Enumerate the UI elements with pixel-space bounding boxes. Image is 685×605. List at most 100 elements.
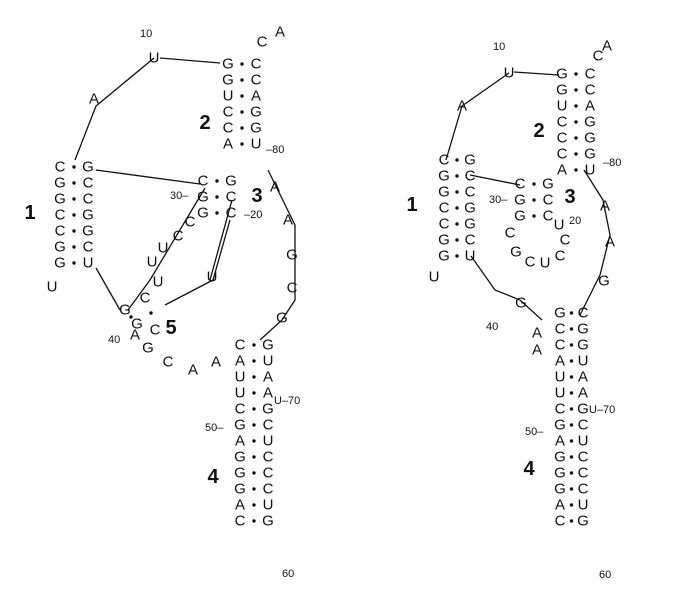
helix1-right-nt: U [465, 248, 476, 265]
helix4-pair-dot [252, 455, 256, 459]
helix1-left-nt: C [439, 216, 450, 233]
position-number: U–70 [274, 395, 300, 407]
loop-nt: U [147, 254, 158, 271]
helix4-right-nt: C [578, 417, 589, 434]
backbone-line [127, 187, 206, 311]
helix1-right-nt: C [465, 184, 476, 201]
helix2-pair-dot [574, 152, 578, 156]
helix4-pair-dot [569, 407, 574, 411]
helix1-right-nt: C [465, 168, 476, 185]
helix4-left-nt: G [554, 465, 566, 482]
loop-nt: A [188, 362, 198, 379]
helix1-pair-dot [455, 238, 459, 242]
loop-nt: A [457, 98, 467, 115]
helix3-left-nt: G [197, 189, 209, 206]
helix4-pair-dot [569, 423, 574, 427]
helix2-pair-dot [240, 78, 244, 82]
position-number: 60 [599, 569, 611, 581]
helix3-pair-dot [532, 182, 536, 186]
helix4-right-nt: U [263, 497, 274, 514]
loop-nt: A [605, 234, 615, 251]
helix1-right-nt: G [82, 207, 94, 224]
loop-nt: C [525, 254, 536, 271]
helix4-pair-dot [569, 359, 574, 363]
helix1-right-nt: G [464, 200, 476, 217]
helix5-pair-dot [149, 311, 153, 315]
helix4-left-nt: A [235, 497, 245, 514]
helix2-right-nt: G [250, 120, 262, 137]
helix4-pair-dot [569, 343, 574, 347]
backbone-line [445, 72, 510, 161]
helix4-left-nt: A [555, 497, 565, 514]
backbone-line [259, 169, 296, 341]
helix2-left-nt: U [557, 98, 568, 115]
helix4-left-nt: U [235, 385, 246, 402]
helix4-right-nt: U [263, 433, 274, 450]
helix2-left-nt: G [222, 56, 234, 73]
helix1-pair-dot [72, 181, 76, 185]
helix2-left-nt: G [556, 82, 568, 99]
helix4-left-nt: C [235, 513, 246, 530]
helix2-right-nt: G [584, 146, 596, 163]
helix4-right-nt: G [577, 321, 589, 338]
loop-nt: C [560, 232, 571, 249]
helix2-left-nt: A [223, 136, 233, 153]
helix4-right-nt: U [578, 353, 589, 370]
helix4-right-nt: G [577, 513, 589, 530]
loop-nt: G [142, 340, 154, 357]
helix2-pair-dot [240, 142, 244, 146]
loop-nt: C [555, 248, 566, 265]
helix1-pair-dot [72, 229, 76, 233]
loop-nt: G [510, 244, 522, 261]
helix1-pair-dot [455, 190, 459, 194]
helix4-left-nt: G [554, 417, 566, 434]
helix1-left-nt: G [54, 239, 66, 256]
helix1-left-nt: C [439, 152, 450, 169]
position-number: 30– [170, 190, 189, 202]
backbone-line [164, 219, 231, 306]
helix3-left-nt: G [197, 205, 209, 222]
helix4-pair-dot [252, 343, 256, 347]
loop-nt: A [283, 212, 293, 229]
loop-nt: A [532, 342, 542, 359]
helix1-left-nt: G [54, 191, 66, 208]
helix3-pair-dot [215, 195, 219, 199]
loop-nt: C [287, 280, 298, 297]
helix4-right-nt: A [263, 369, 273, 386]
helix4-pair-dot [569, 455, 574, 459]
position-number: –20 [244, 209, 262, 221]
helix4-pair-dot [569, 519, 574, 523]
helix2-right-nt: G [584, 114, 596, 131]
hairpin-loop-nt: C [257, 34, 268, 51]
helix2-left-nt: C [223, 120, 234, 137]
loop-nt: A [130, 327, 140, 344]
helix4-left-nt: C [555, 321, 566, 338]
helix4-pair-dot [569, 487, 574, 491]
helix4-right-nt: C [263, 481, 274, 498]
helix4-right-nt: G [262, 337, 274, 354]
helix4-left-nt: G [234, 417, 246, 434]
helix4-pair-dot [569, 503, 574, 507]
helix4-left-nt: U [235, 369, 246, 386]
backbone-line [95, 267, 121, 311]
loop-nt: C [505, 225, 516, 242]
helix1-pair-dot [455, 158, 459, 162]
helix1-pair-dot [455, 254, 459, 258]
helix3-left-nt: G [514, 192, 526, 209]
helix1-dangling-nt: U [47, 279, 58, 296]
helix4-left-nt: C [555, 513, 566, 530]
helix4-right-nt: C [578, 465, 589, 482]
position-number: 50– [205, 422, 224, 434]
helix5-nt: C [140, 290, 151, 307]
helix-label: 5 [165, 317, 176, 339]
helix4-right-nt: C [263, 449, 274, 466]
helix3-right-nt: C [226, 205, 237, 222]
helix3-pair-dot [532, 214, 536, 218]
helix-label: 3 [564, 186, 575, 208]
helix1-right-nt: G [82, 223, 94, 240]
helix1-pair-dot [72, 245, 76, 249]
helix4-right-nt: G [262, 401, 274, 418]
helix4-pair-dot [252, 423, 256, 427]
